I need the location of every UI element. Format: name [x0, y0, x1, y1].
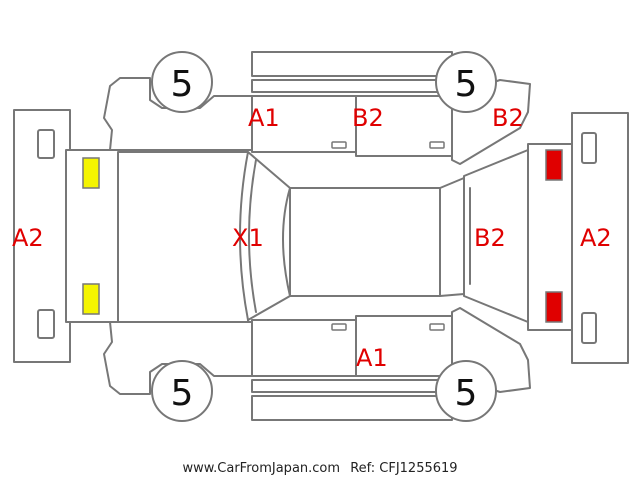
rear-right-lamp [545, 291, 563, 323]
damage-front-bumper: A2 [12, 224, 44, 252]
tire-front-left: 5 [151, 51, 213, 113]
tire-rear-left-rating: 5 [455, 64, 478, 105]
damage-left-rear-quarter: B2 [492, 104, 524, 132]
left-side-panels [103, 51, 531, 165]
front-left-lamp [82, 157, 100, 189]
right-side-panels [103, 307, 531, 421]
tire-front-right-rating: 5 [171, 373, 194, 414]
car-body-top-view [65, 143, 573, 331]
tire-front-right: 5 [151, 360, 213, 422]
front-bumper [13, 109, 71, 363]
damage-left-front-door: A1 [248, 104, 280, 132]
damage-right-rear-door: A1 [356, 344, 388, 372]
tire-rear-right: 5 [435, 360, 497, 422]
damage-hood: X1 [232, 224, 264, 252]
footer-ref: Ref: CFJ1255619 [350, 461, 457, 476]
front-right-lamp [82, 283, 100, 315]
footer-text: www.CarFromJapan.com Ref: CFJ1255619 [182, 461, 457, 476]
damage-trunk-lid: B2 [474, 224, 506, 252]
rear-left-lamp [545, 149, 563, 181]
damage-left-rear-door: B2 [352, 104, 384, 132]
damage-rear-bumper: A2 [580, 224, 612, 252]
tire-rear-right-rating: 5 [455, 373, 478, 414]
footer-site: www.CarFromJapan.com [182, 461, 340, 476]
tire-rear-left: 5 [435, 51, 497, 113]
tire-front-left-rating: 5 [171, 64, 194, 105]
